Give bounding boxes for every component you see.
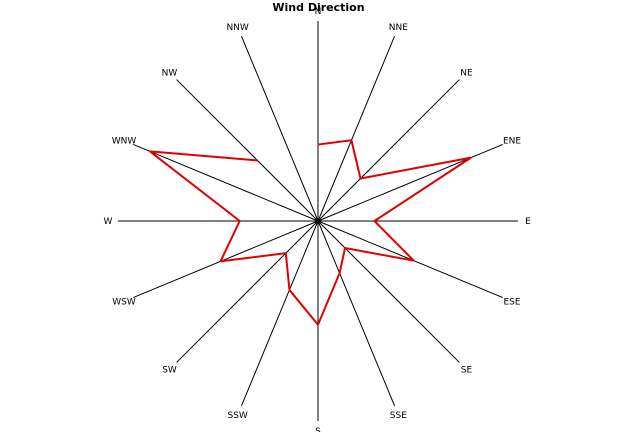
- rose-point-ene: [470, 157, 472, 159]
- direction-label-n: N: [315, 7, 322, 17]
- chart-title: Wind Direction: [272, 1, 365, 14]
- axis-spoke-ssw: [241, 220, 319, 406]
- direction-label-wsw: WSW: [112, 297, 136, 307]
- rose-segment-sse: [317, 272, 341, 326]
- rose-point-nw: [257, 160, 259, 162]
- rose-segment-e: [373, 220, 415, 262]
- direction-label-sse: SSE: [390, 411, 407, 421]
- direction-label-ese: ESE: [503, 297, 520, 307]
- rose-segment-wsw: [219, 220, 241, 262]
- rose-segment-ese: [344, 247, 415, 262]
- direction-label-nnw: NNW: [226, 23, 248, 33]
- direction-label-nw: NW: [162, 69, 178, 79]
- rose-segment-n: [317, 139, 352, 146]
- rose-series: [149, 139, 472, 326]
- direction-label-se: SE: [461, 365, 473, 375]
- rose-point-sw: [285, 252, 287, 254]
- direction-labels: N NNE NE ENE E ESE SE SSE S SSW SW WSW W WNW NW NNW: [104, 7, 532, 432]
- direction-label-wnw: WNW: [112, 137, 137, 147]
- axis-spoke-nnw: [241, 36, 319, 222]
- direction-label-nne: NNE: [389, 23, 408, 33]
- rose-segment-nne: [350, 140, 362, 179]
- direction-label-e: E: [525, 217, 531, 227]
- rose-point-wnw: [149, 150, 151, 152]
- axis-spoke-sse: [317, 220, 395, 406]
- rose-point-se: [344, 247, 346, 249]
- rose-segment-sw: [220, 252, 286, 263]
- rose-point-ese: [413, 260, 415, 262]
- direction-label-sw: SW: [162, 365, 177, 375]
- rose-segment-s: [288, 289, 319, 326]
- rose-point-w: [239, 220, 241, 222]
- direction-label-s: S: [315, 427, 321, 432]
- axis-spoke-nne: [317, 36, 395, 222]
- axis-spoke-sw: [176, 220, 319, 363]
- axis-spoke-ene: [317, 144, 503, 222]
- axis-spoke-wsw: [133, 220, 319, 298]
- rose-segment-ene: [373, 156, 472, 222]
- rose-segment-se: [338, 247, 347, 274]
- axis-spoke-ne: [317, 79, 460, 222]
- rose-point-sse: [339, 272, 341, 274]
- direction-label-w: W: [104, 217, 113, 227]
- direction-label-ene: ENE: [503, 137, 521, 147]
- rose-segment-wnw: [149, 150, 258, 162]
- axis-spoke-se: [317, 220, 460, 363]
- rose-point-nne: [350, 139, 352, 141]
- rose-point-n: [317, 144, 319, 146]
- rose-point-wsw: [219, 260, 221, 262]
- rose-point-e: [373, 220, 375, 222]
- rose-segment-w: [149, 150, 241, 222]
- rose-segment-ssw: [284, 253, 291, 291]
- direction-label-ne: NE: [460, 69, 473, 79]
- axis-spoke-nw: [176, 79, 319, 222]
- direction-axes: [118, 21, 518, 421]
- rose-point-s: [317, 324, 319, 326]
- rose-point-nnw: [291, 156, 293, 158]
- direction-label-ssw: SSW: [227, 411, 247, 421]
- axis-spoke-wnw: [133, 144, 319, 222]
- rose-segment-ne: [360, 156, 472, 180]
- rose-point-ssw: [288, 289, 290, 291]
- rose-point-ne: [359, 178, 361, 180]
